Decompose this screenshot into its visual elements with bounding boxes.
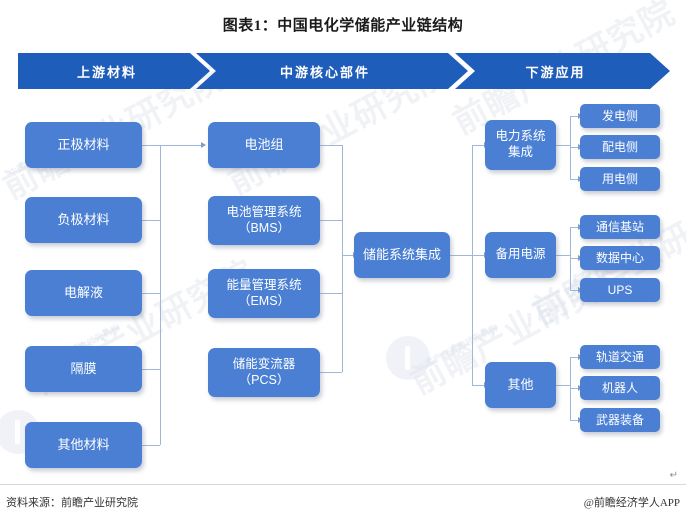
connector: [142, 145, 160, 146]
connector: [570, 290, 579, 291]
node-midstream-bms[interactable]: 电池管理系统 （BMS）: [208, 196, 320, 245]
connector: [342, 255, 354, 256]
source-note: 资料来源：前瞻产业研究院: [6, 497, 138, 509]
connector: [142, 220, 160, 221]
node-downstream-consumption-side[interactable]: 用电侧: [580, 167, 660, 191]
node-downstream-power-system-integration[interactable]: 电力系统 集成: [485, 120, 556, 170]
node-midstream-battery-pack[interactable]: 电池组: [208, 122, 320, 168]
node-downstream-robotics[interactable]: 机器人: [580, 376, 660, 400]
node-downstream-telecom-base-station[interactable]: 通信基站: [580, 215, 660, 239]
banner-upstream: 上游材料: [18, 53, 210, 89]
node-storage-system-integration[interactable]: 储能系统集成: [354, 232, 450, 278]
node-downstream-rail-transit[interactable]: 轨道交通: [580, 345, 660, 369]
node-downstream-weapons-equipment[interactable]: 武器装备: [580, 408, 660, 432]
banner-label: 下游应用: [525, 64, 586, 80]
connector: [160, 145, 202, 146]
node-upstream-separator[interactable]: 隔膜: [25, 346, 142, 392]
connector: [556, 385, 570, 386]
connector-bus: [160, 145, 161, 445]
banner-midstream: 中游核心部件: [196, 53, 468, 89]
connector: [570, 258, 579, 259]
chevron-shape-icon: [196, 53, 468, 89]
node-downstream-backup-power[interactable]: 备用电源: [485, 232, 556, 278]
node-upstream-other-materials[interactable]: 其他材料: [25, 422, 142, 468]
paragraph-mark-icon: ↵: [669, 470, 678, 481]
node-label-line2: （BMS）: [237, 220, 291, 235]
connector: [472, 255, 485, 256]
connector: [570, 116, 579, 117]
connector: [570, 388, 579, 389]
node-label-line2: （EMS）: [237, 293, 291, 308]
connector: [570, 179, 579, 180]
node-downstream-generation-side[interactable]: 发电侧: [580, 104, 660, 128]
banner-label: 中游核心部件: [279, 64, 370, 80]
connector: [450, 255, 472, 256]
node-label-line1: 能量管理系统: [226, 277, 302, 292]
node-downstream-distribution-side[interactable]: 配电侧: [580, 135, 660, 159]
chevron-shape-icon: [455, 53, 670, 89]
connector: [142, 293, 160, 294]
connector: [556, 145, 570, 146]
connector: [320, 372, 342, 373]
node-midstream-ems[interactable]: 能量管理系统 （EMS）: [208, 269, 320, 318]
node-upstream-electrolyte[interactable]: 电解液: [25, 270, 142, 316]
node-label-line1: 电力系统: [495, 129, 546, 144]
connector: [570, 227, 579, 228]
connector: [142, 369, 160, 370]
brand-note: @前瞻经济学人APP: [583, 497, 680, 509]
connector-bus: [342, 145, 343, 372]
node-downstream-other[interactable]: 其他: [485, 362, 556, 408]
chevron-shape-icon: [18, 53, 210, 89]
footer-divider: [0, 484, 686, 485]
node-label-line1: 储能变流器: [232, 356, 296, 371]
page-title: 图表1：中国电化学储能产业链结构: [222, 18, 464, 34]
node-label-line2: 集成: [507, 145, 533, 159]
connector: [472, 145, 485, 146]
node-upstream-cathode[interactable]: 正极材料: [25, 122, 142, 168]
banner-downstream: 下游应用: [455, 53, 670, 89]
connector: [320, 220, 342, 221]
connector: [320, 293, 342, 294]
watermark-logo-icon: [386, 336, 430, 380]
connector: [142, 445, 160, 446]
node-upstream-anode[interactable]: 负极材料: [25, 197, 142, 243]
node-label-line1: 电池管理系统: [226, 204, 302, 219]
node-midstream-pcs[interactable]: 储能变流器 （PCS）: [208, 348, 320, 397]
connector: [570, 357, 579, 358]
banner-label: 上游材料: [76, 64, 137, 80]
connector: [472, 385, 485, 386]
node-label-line2: （PCS）: [238, 372, 290, 387]
connector: [570, 420, 579, 421]
node-downstream-data-center[interactable]: 数据中心: [580, 246, 660, 270]
connector: [556, 255, 570, 256]
arrow-head-icon: [201, 141, 206, 148]
node-downstream-ups[interactable]: UPS: [580, 278, 660, 302]
connector: [570, 147, 579, 148]
connector-bus: [472, 145, 473, 385]
connector: [320, 145, 342, 146]
